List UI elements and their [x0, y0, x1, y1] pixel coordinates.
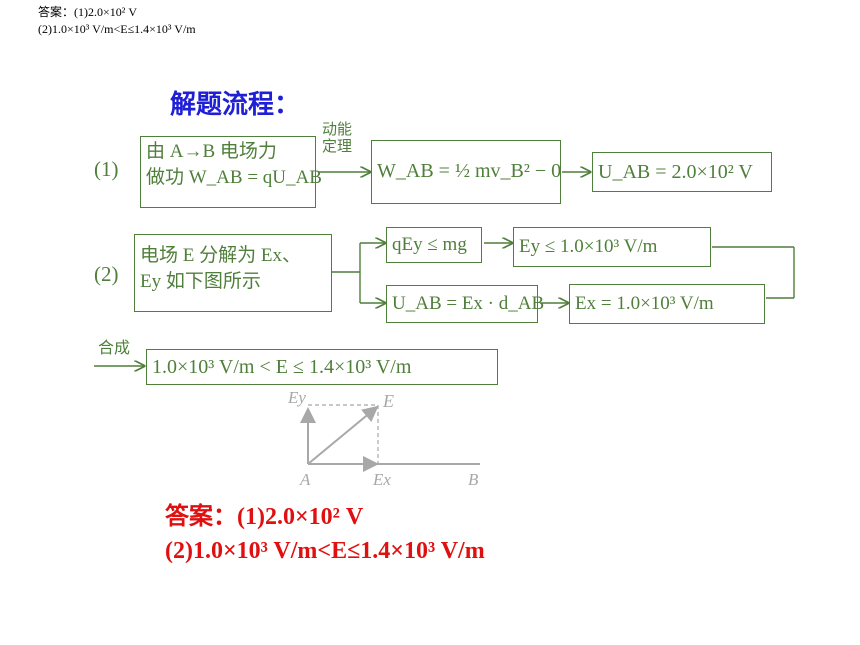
part2-decompose-box: 电场 E 分解为 Ex、 Ey 如下图所示 [134, 234, 332, 312]
part1-arrow-label-line1: 动能 [322, 122, 353, 138]
b-label: B [468, 470, 479, 489]
part1-work-line2: 做功 W_AB = qU_AB [146, 167, 322, 188]
part1-energy-box: W_AB = ½ mv_B² − 0 [371, 140, 561, 204]
ey-label: Ey [287, 388, 306, 407]
header-answer-line2: (2)1.0×10³ V/m<E≤1.4×10³ V/m [38, 22, 196, 36]
part1-work-line1: 由 A→B 电场力 [146, 141, 277, 162]
answer-line2: (2)1.0×10³ V/m<E≤1.4×10³ V/m [165, 538, 485, 564]
part2-label: (2) [94, 262, 119, 286]
part2-upper-result-box: Ey ≤ 1.0×10³ V/m [513, 227, 711, 267]
part2-lower-result-box: Ex = 1.0×10³ V/m [569, 284, 765, 324]
vector-diagram: Ey E A Ex B [287, 388, 480, 489]
section-title: 解题流程： [170, 90, 301, 119]
part1-work-box: 由 A→B 电场力 做功 W_AB = qU_AB [140, 136, 322, 208]
part2-decompose-line2: Ey 如下图所示 [140, 271, 261, 292]
part1-result-box: U_AB = 2.0×10² V [592, 152, 772, 192]
answer-line1: 答案：(1)2.0×10² V [165, 504, 364, 530]
a-label: A [299, 470, 311, 489]
part1-label: (1) [94, 157, 119, 181]
part3-arrow-label: 合成 [98, 340, 131, 357]
part1-arrow-label: 动能 定理 [322, 122, 352, 156]
header-answer-line1: 答案：(1)2.0×10² V [38, 5, 138, 19]
e-label: E [382, 391, 394, 411]
part2-lower-equation-box: U_AB = Ex · d_AB [386, 285, 544, 323]
part2-decompose-line1: 电场 E 分解为 Ex、 [140, 245, 301, 266]
e-vector [307, 405, 379, 465]
part3-result-box: 1.0×10³ V/m < E ≤ 1.4×10³ V/m [146, 349, 498, 385]
ex-label: Ex [372, 470, 391, 489]
part2-upper-inequality-box: qEy ≤ mg [386, 227, 482, 263]
part1-arrow-label-line2: 定理 [322, 139, 353, 155]
